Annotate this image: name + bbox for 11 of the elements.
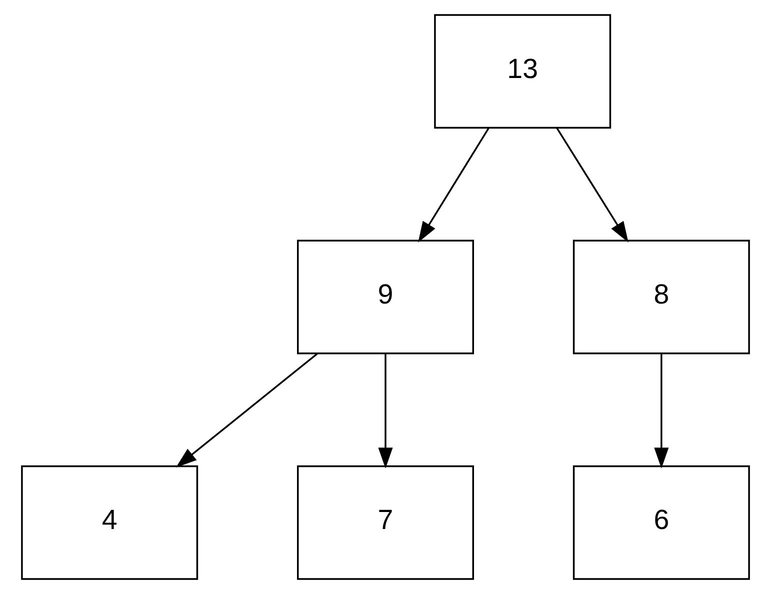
node-box: 9 bbox=[296, 240, 474, 354]
node-box: 4 bbox=[20, 465, 198, 580]
arrow bbox=[175, 352, 318, 468]
arrow bbox=[654, 354, 668, 468]
arrow bbox=[418, 128, 489, 242]
node-box: 8 bbox=[572, 240, 750, 354]
node-box: 13 bbox=[434, 14, 611, 129]
arrow bbox=[378, 354, 392, 468]
arrow bbox=[556, 128, 628, 242]
node-box: 7 bbox=[296, 465, 474, 580]
node-box: 6 bbox=[572, 465, 750, 580]
